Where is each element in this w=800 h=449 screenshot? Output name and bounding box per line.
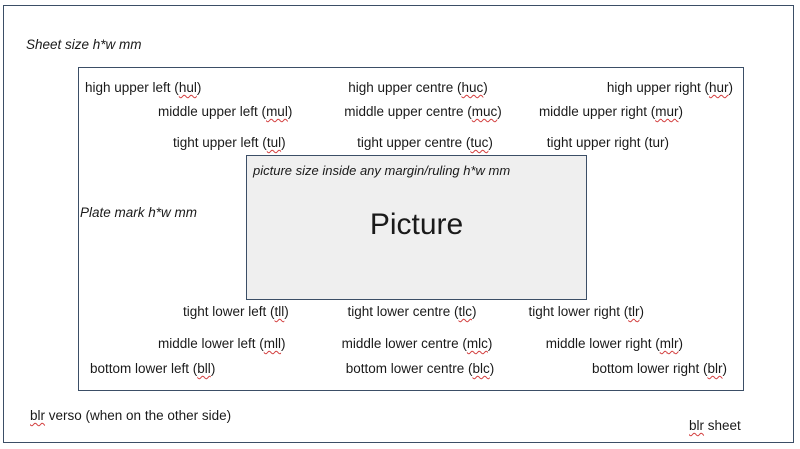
position-label-mll: middle lower left (mll) — [158, 336, 286, 351]
plate-mark-outline — [78, 67, 744, 391]
position-label-mul: middle upper left (mul) — [158, 104, 293, 119]
sheet-corner-label: blr sheet — [689, 418, 741, 433]
position-label-hul: high upper left (hul) — [85, 80, 202, 95]
picture-box — [246, 155, 587, 300]
position-label-bll: bottom lower left (bll) — [90, 361, 216, 376]
plate-mark-label: Plate mark h*w mm — [80, 205, 198, 220]
position-label-blr: bottom lower right (blr) — [591, 361, 727, 376]
position-label-tlc: tight lower centre (tlc) — [347, 304, 477, 319]
position-label-blc: bottom lower centre (blc) — [345, 361, 495, 376]
picture-size-label: picture size inside any margin/ruling h*… — [253, 163, 511, 178]
position-label-mlr: middle lower right (mlr) — [545, 336, 683, 351]
sheet-outline — [3, 5, 794, 443]
position-label-tlr: tight lower right (tlr) — [528, 304, 644, 319]
picture-title: Picture — [369, 208, 464, 241]
position-label-tur: tight upper right (tur) — [546, 135, 669, 150]
position-label-huc: high upper centre (huc) — [348, 80, 488, 95]
position-label-hur: high upper right (hur) — [606, 80, 733, 95]
position-label-tll: tight lower left (tll) — [183, 304, 289, 319]
position-label-mlc: middle lower centre (mlc) — [341, 336, 493, 351]
verso-label: blr verso (when on the other side) — [30, 408, 232, 423]
position-label-tul: tight upper left (tul) — [173, 135, 286, 150]
position-label-tuc: tight upper centre (tuc) — [357, 135, 493, 150]
sheet-size-label: Sheet size h*w mm — [26, 37, 142, 52]
position-label-mur: middle upper right (mur) — [538, 104, 683, 119]
position-label-muc: middle upper centre (muc) — [344, 104, 502, 119]
